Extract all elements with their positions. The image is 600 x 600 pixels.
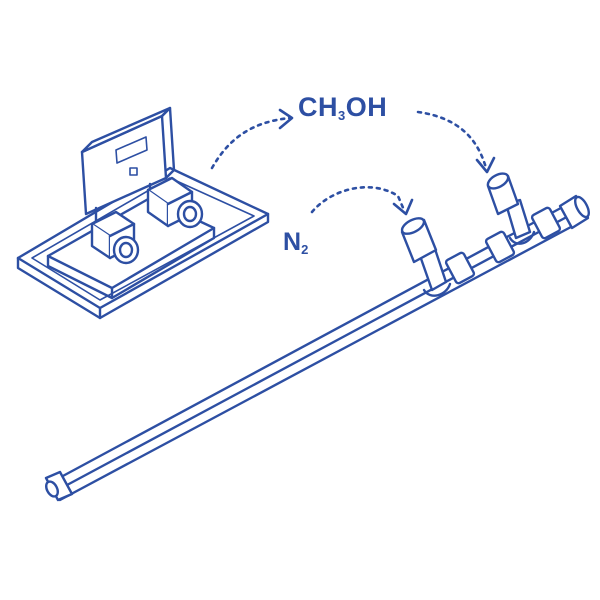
flow-arrow-methanol-to-injector <box>416 110 496 174</box>
methanol-label-tail: OH <box>345 92 388 122</box>
methanol-label: CH3OH <box>298 92 387 123</box>
pump-right <box>146 176 204 229</box>
nitrogen-label-subscript: 2 <box>301 242 309 257</box>
pump-left <box>90 210 140 265</box>
methanol-label-subscript: 3 <box>338 108 346 123</box>
injector-nitrogen <box>400 217 452 297</box>
methanol-label-base: CH <box>298 92 338 122</box>
supply-unit-icon <box>16 106 270 320</box>
injection-pipe-icon <box>44 172 590 502</box>
flow-arrow-nitrogen-to-injector <box>310 186 414 216</box>
nitrogen-label-base: N <box>283 228 302 256</box>
injector-methanol <box>486 172 536 245</box>
flow-arrow-unit-to-methanol <box>210 108 294 170</box>
nitrogen-label: N2 <box>283 228 308 257</box>
